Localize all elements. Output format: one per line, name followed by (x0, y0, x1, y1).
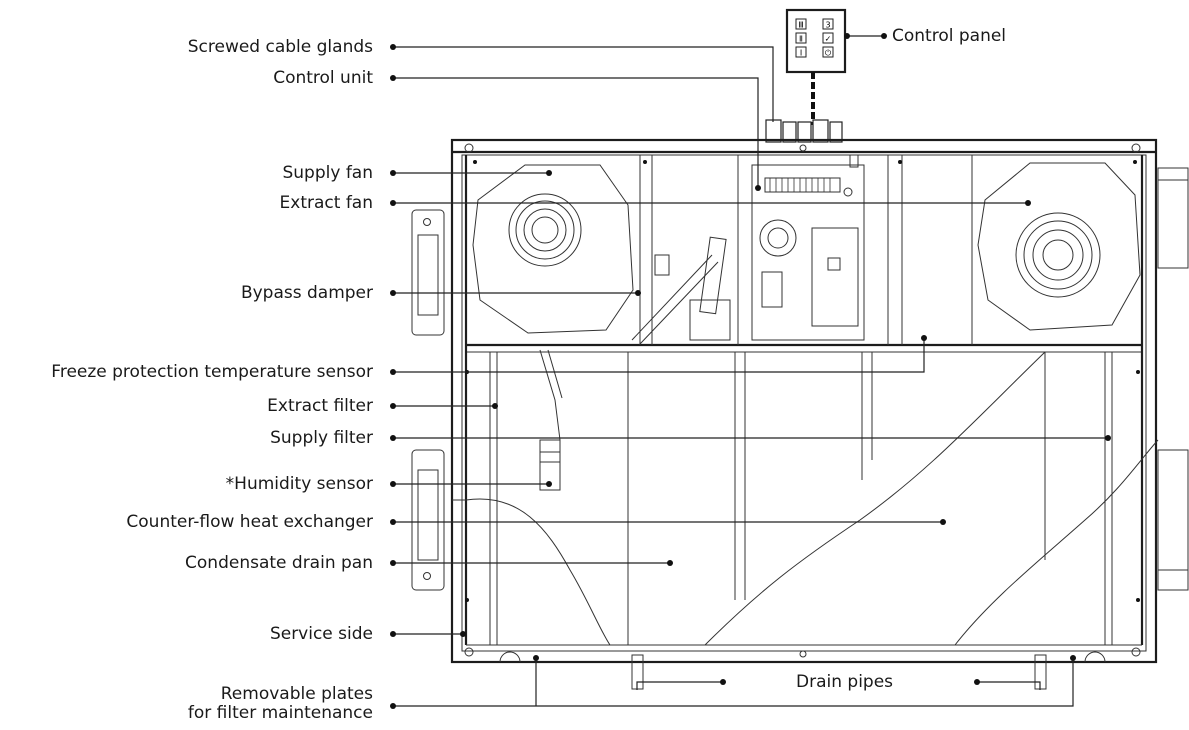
label-supply-fan: Supply fan (282, 163, 373, 183)
panel-key: Ⅲ (798, 21, 804, 30)
leader-lines (390, 33, 1111, 709)
panel-key: Ⅰ (800, 49, 802, 58)
label-humidity-sensor: *Humidity sensor (225, 474, 373, 494)
label-service-side: Service side (269, 624, 373, 644)
panel-key: ✓ (825, 35, 832, 44)
panel-key: 3 (825, 21, 830, 30)
label-extract-filter: Extract filter (267, 396, 373, 416)
bypass-damper-shape (631, 236, 731, 345)
compartments (489, 155, 1113, 645)
label-filter-maintenance: for filter maintenance (187, 703, 373, 723)
supply-fan-shape (472, 164, 634, 334)
label-screwed-cable-glands: Screwed cable glands (187, 37, 373, 57)
control-unit-board (751, 154, 865, 341)
cutaway-sheets (452, 351, 1159, 646)
panel-keypad (795, 18, 834, 58)
right-ducts (1157, 167, 1189, 591)
label-extract-fan: Extract fan (279, 193, 373, 213)
label-removable-plates: Removable plates (220, 684, 373, 704)
service-screws (465, 160, 1140, 602)
label-bypass-damper: Bypass damper (240, 283, 373, 303)
humidity-sensor-shape (539, 349, 563, 491)
cable-glands (765, 119, 843, 143)
label-freeze-sensor: Freeze protection temperature sensor (51, 362, 373, 382)
label-supply-filter: Supply filter (270, 428, 373, 448)
extract-fan-shape (977, 162, 1141, 331)
panel-key: Ⅱ (799, 35, 803, 44)
left-ducts (411, 209, 445, 591)
label-drain-pipes: Drain pipes (796, 672, 894, 692)
label-control-panel: Control panel (892, 26, 1007, 46)
housing (450, 138, 1158, 664)
control-panel-box: Ⅲ 3 Ⅱ ✓ Ⅰ ⏻ (785, 8, 847, 74)
label-heat-exchanger: Counter-flow heat exchanger (126, 512, 373, 532)
label-drain-pan: Condensate drain pan (185, 553, 373, 573)
label-control-unit: Control unit (273, 68, 373, 88)
panel-key: ⏻ (825, 49, 832, 58)
